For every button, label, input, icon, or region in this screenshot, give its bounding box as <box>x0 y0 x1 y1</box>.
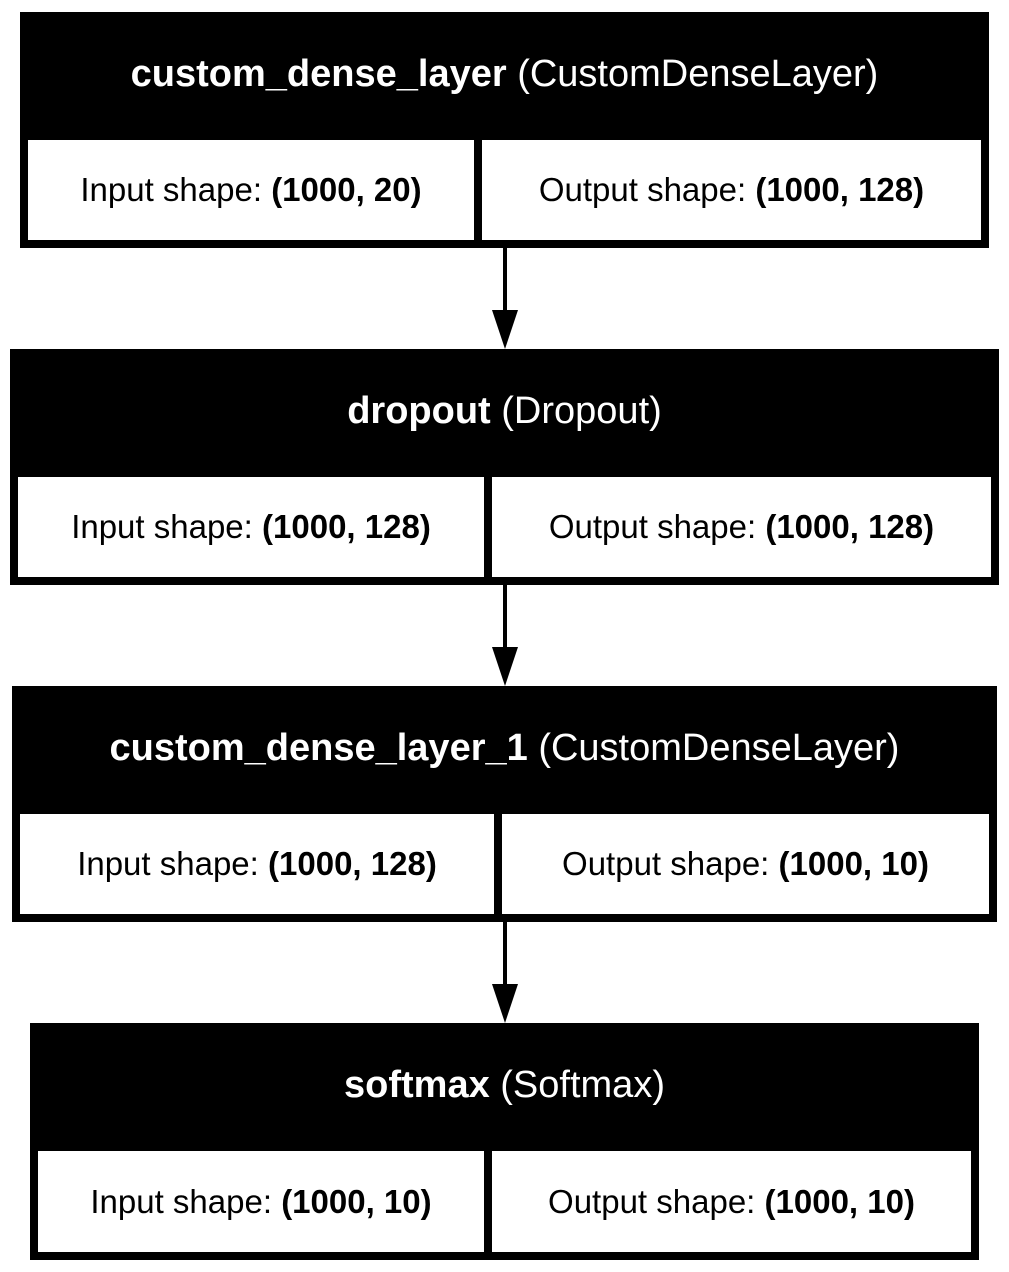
input-shape-label: Input shape: <box>80 171 263 208</box>
input-shape-cell: Input shape: (1000, 128) <box>20 814 494 914</box>
output-shape-label: Output shape: <box>548 1182 756 1220</box>
layer-type: (Softmax) <box>500 1063 665 1106</box>
edge-arrow <box>492 922 518 1023</box>
layer-header: softmax (Softmax) <box>30 1023 979 1147</box>
layer-header: dropout (Dropout) <box>10 349 999 473</box>
input-shape-value: (1000, 20) <box>271 171 422 208</box>
output-shape-cell: Output shape: (1000, 10) <box>502 814 989 914</box>
input-shape-label: Input shape: <box>71 508 253 545</box>
edge-arrow <box>492 585 518 686</box>
layer-type: (CustomDenseLayer) <box>517 52 879 95</box>
input-shape-cell: Input shape: (1000, 10) <box>38 1151 484 1252</box>
input-shape-cell: Input shape: (1000, 128) <box>18 477 484 577</box>
output-shape-value: (1000, 128) <box>755 171 925 208</box>
layer-type: (CustomDenseLayer) <box>538 726 900 769</box>
output-shape-cell: Output shape: (1000, 10) <box>492 1151 971 1252</box>
layer-name: custom_dense_layer <box>130 52 507 95</box>
output-shape-label: Output shape: <box>538 171 747 208</box>
layer-name: softmax <box>344 1063 490 1106</box>
output-shape-value: (1000, 10) <box>764 1182 915 1220</box>
output-shape-label: Output shape: <box>562 845 770 882</box>
input-shape-value: (1000, 128) <box>262 508 431 545</box>
output-shape-label: Output shape: <box>548 508 757 545</box>
layer-node-dropout: dropout (Dropout) Input shape: (1000, 12… <box>10 349 999 585</box>
edge-arrow <box>492 248 518 349</box>
layer-node-custom-dense-layer-1: custom_dense_layer_1 (CustomDenseLayer) … <box>12 686 997 922</box>
input-shape-value: (1000, 128) <box>268 845 437 882</box>
input-shape-label: Input shape: <box>90 1182 273 1220</box>
layer-node-custom-dense-layer: custom_dense_layer (CustomDenseLayer) In… <box>20 12 989 248</box>
layer-name: custom_dense_layer_1 <box>109 726 528 769</box>
layer-name: dropout <box>347 389 491 432</box>
layer-node-softmax: softmax (Softmax) Input shape: (1000, 10… <box>30 1023 979 1260</box>
layer-type: (Dropout) <box>501 389 662 432</box>
output-shape-value: (1000, 128) <box>765 508 935 545</box>
input-shape-cell: Input shape: (1000, 20) <box>28 140 474 240</box>
layer-header: custom_dense_layer (CustomDenseLayer) <box>20 12 989 136</box>
output-shape-cell: Output shape: (1000, 128) <box>492 477 991 577</box>
input-shape-value: (1000, 10) <box>281 1182 432 1220</box>
layer-header: custom_dense_layer_1 (CustomDenseLayer) <box>12 686 997 810</box>
output-shape-value: (1000, 10) <box>778 845 929 882</box>
input-shape-label: Input shape: <box>77 845 259 882</box>
output-shape-cell: Output shape: (1000, 128) <box>482 140 981 240</box>
